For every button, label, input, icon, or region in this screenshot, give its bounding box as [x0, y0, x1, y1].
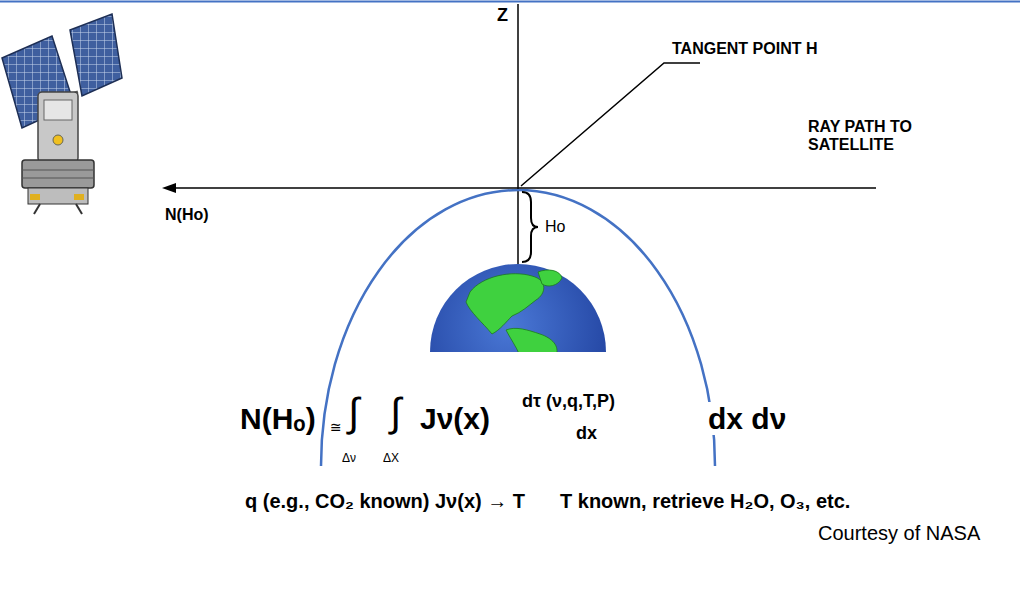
equation-term: dx dν [706, 402, 788, 435]
signal-label: N(Ho) [165, 206, 209, 224]
integral-sign: ∫ [348, 390, 359, 434]
axis-label: Z [497, 6, 508, 26]
integral-limit: Δν [342, 452, 356, 465]
equation-term: N(Hₒ) [238, 402, 318, 435]
height-brace [522, 192, 538, 262]
integral-sign: ∫ [390, 390, 401, 434]
atmosphere-arc [321, 190, 715, 466]
equation-numerator: dτ (ν,q,T,P) [522, 392, 615, 412]
ray-path [162, 183, 876, 193]
note-text: T known, retrieve H₂O, O₃, etc. [560, 490, 850, 512]
callout-label: TANGENT POINT H [672, 40, 817, 58]
note-text: q (e.g., CO₂ known) Jν(x) → T [245, 490, 525, 512]
top-rule [0, 1, 1020, 3]
z-axis [517, 4, 519, 266]
integral-limit: ΔX [383, 452, 399, 465]
equation-symbol: ≅ [330, 420, 342, 435]
equation-term: Jν(x) [420, 402, 490, 435]
equation-denominator: dx [576, 424, 597, 444]
leader-line [521, 63, 700, 186]
height-label: Ho [545, 218, 565, 236]
ray-label: RAY PATH TO SATELLITE [808, 118, 940, 153]
earth-globe [430, 264, 606, 352]
credit-text: Courtesy of NASA [818, 522, 980, 544]
satellite-icon [2, 14, 122, 214]
